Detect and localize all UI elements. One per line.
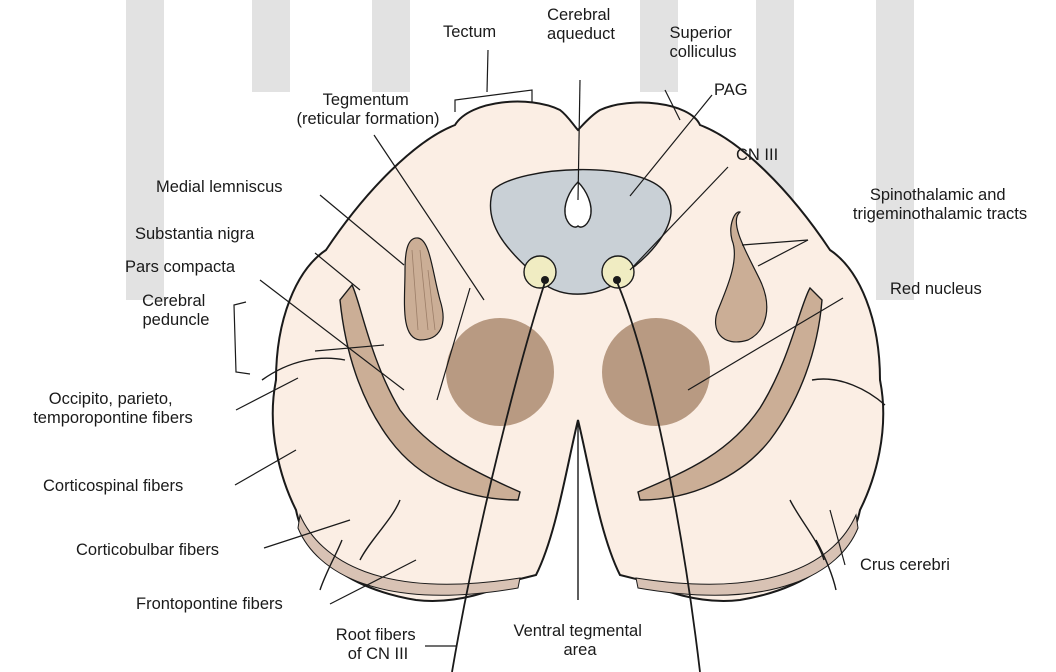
label-corticobulbar: Corticobulbar fibers	[76, 541, 219, 559]
label-cerebral-peduncle: Cerebral peduncle	[142, 292, 210, 329]
label-tegmentum: Tegmentum (reticular formation)	[296, 91, 439, 128]
label-frontopontine: Frontopontine fibers	[136, 595, 283, 613]
label-red-nucleus: Red nucleus	[890, 280, 982, 298]
label-corticospinal: Corticospinal fibers	[43, 477, 183, 495]
label-occipito-parieto: Occipito, parieto, temporopontine fibers	[33, 390, 193, 427]
label-superior-colliculus: Superior colliculus	[670, 24, 737, 61]
label-pars-compacta: Pars compacta	[125, 258, 236, 276]
label-cerebral-aqueduct: Cerebral aqueduct	[547, 6, 615, 43]
label-ventral-tegmental: Ventral tegmental area	[513, 622, 646, 659]
cn-iii-root-dot-right	[613, 276, 621, 284]
cn-iii-nucleus-left	[524, 256, 556, 288]
cerebral-peduncle-bracket	[234, 302, 250, 374]
label-root-fibers: Root fibers of CN III	[336, 626, 420, 663]
label-substantia-nigra: Substantia nigra	[135, 225, 255, 243]
label-tectum: Tectum	[443, 23, 496, 41]
cn-iii-root-dot-left	[541, 276, 549, 284]
label-crus-cerebri: Crus cerebri	[860, 556, 950, 574]
label-cn-iii: CN III	[736, 146, 778, 164]
label-spinothalamic: Spinothalamic and trigeminothalamic trac…	[853, 186, 1027, 223]
label-medial-lemniscus: Medial lemniscus	[156, 178, 283, 196]
label-pag: PAG	[714, 81, 748, 99]
red-nucleus-left	[446, 318, 554, 426]
